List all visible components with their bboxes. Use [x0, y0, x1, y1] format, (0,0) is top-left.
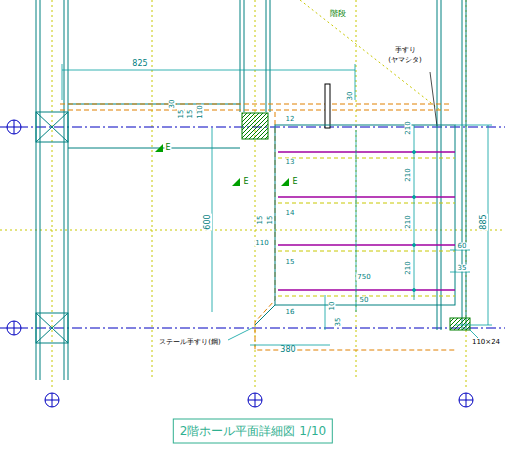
dimension-label: 885	[480, 213, 488, 230]
dimension-label: 15	[285, 259, 296, 266]
dimension-label: (ヤマシタ)	[387, 57, 422, 64]
dimension-label: 35	[457, 265, 468, 272]
dimension-label: ステール手すり(鋼)	[158, 339, 221, 346]
dimension-label: 825	[131, 60, 148, 68]
dimension-label: 380	[279, 346, 296, 354]
dimension-label: 15	[267, 215, 274, 226]
dimension-label: E	[164, 144, 171, 152]
dimension-label: 15	[257, 215, 264, 226]
dimension-label: E	[242, 178, 249, 186]
dimension-label: 15	[178, 109, 185, 120]
dimension-label: 110	[197, 104, 204, 119]
dimension-label: 60	[457, 243, 468, 250]
dimension-label: 14	[285, 210, 296, 217]
dimension-label: 30	[169, 99, 176, 110]
dimension-label: 210	[405, 120, 412, 135]
dimension-label: 30	[347, 91, 354, 102]
dimension-label: 15	[187, 109, 194, 120]
drawing-title: 2階ホール平面詳細図 1/10	[173, 419, 333, 444]
dimension-label: 13	[285, 159, 296, 166]
dimension-label: 110×24	[471, 339, 501, 346]
dimension-label: 210	[405, 260, 412, 275]
dimension-label: 階段	[329, 10, 347, 18]
dimension-label: 210	[405, 214, 412, 229]
dimension-label: 110	[254, 240, 269, 247]
dimension-label: 210	[405, 167, 412, 182]
dimension-label: 750	[356, 274, 371, 281]
dimension-label: 50	[359, 297, 370, 304]
dimension-label: 16	[285, 309, 296, 316]
dimension-label: 10	[329, 301, 336, 312]
dimension-label: E	[291, 178, 298, 186]
dimension-label: 600	[204, 213, 212, 230]
dimension-label: 35	[335, 317, 342, 328]
dimension-label: 手すり	[394, 47, 417, 54]
dimension-label: 12	[285, 116, 296, 123]
